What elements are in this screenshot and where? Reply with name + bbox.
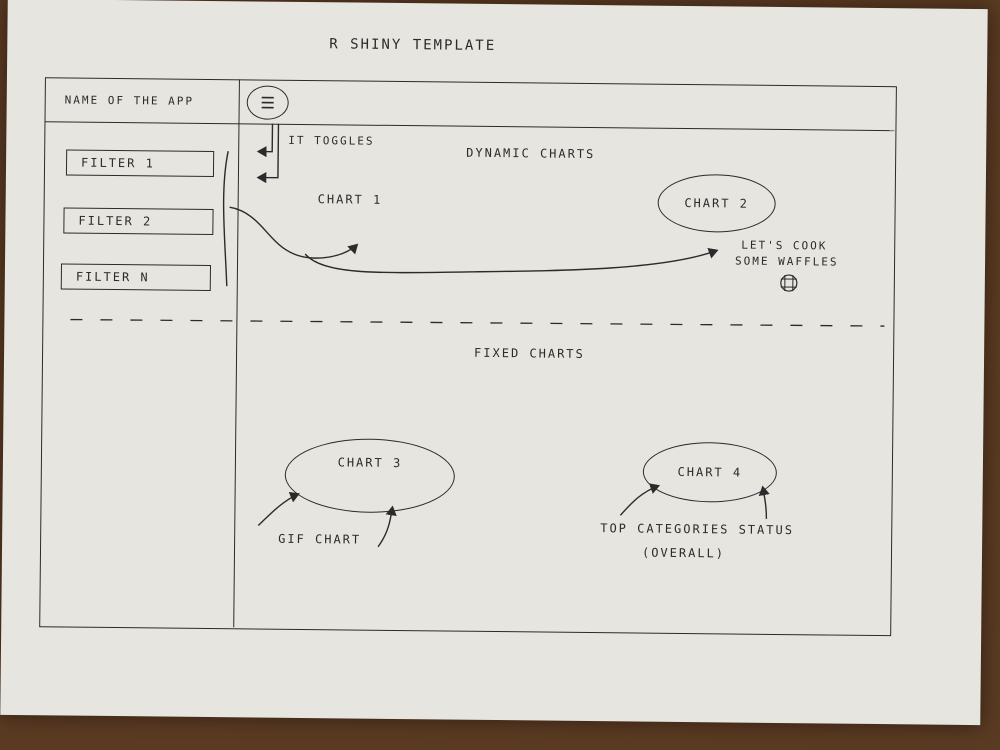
arrow-to-chart-1 [229,206,359,259]
filters-bracket [222,151,229,287]
section-separator [70,318,885,327]
gif-arrow-right [377,505,397,548]
toggle-arrow-2 [256,123,280,184]
waffle-icon [780,274,798,292]
sketch-strokes [70,123,885,548]
hamburger-menu-icon[interactable] [246,85,289,120]
gif-arrow-left [257,492,300,527]
arrow-to-chart-2 [304,248,719,274]
paper-sheet: R SHINY TEMPLATE NAME OF THE APP IT TOGG… [0,0,988,726]
status-arrow-right [758,485,770,519]
menu-lines-icon [261,96,274,109]
toggle-arrow [256,123,274,158]
status-arrow-left [619,483,661,516]
